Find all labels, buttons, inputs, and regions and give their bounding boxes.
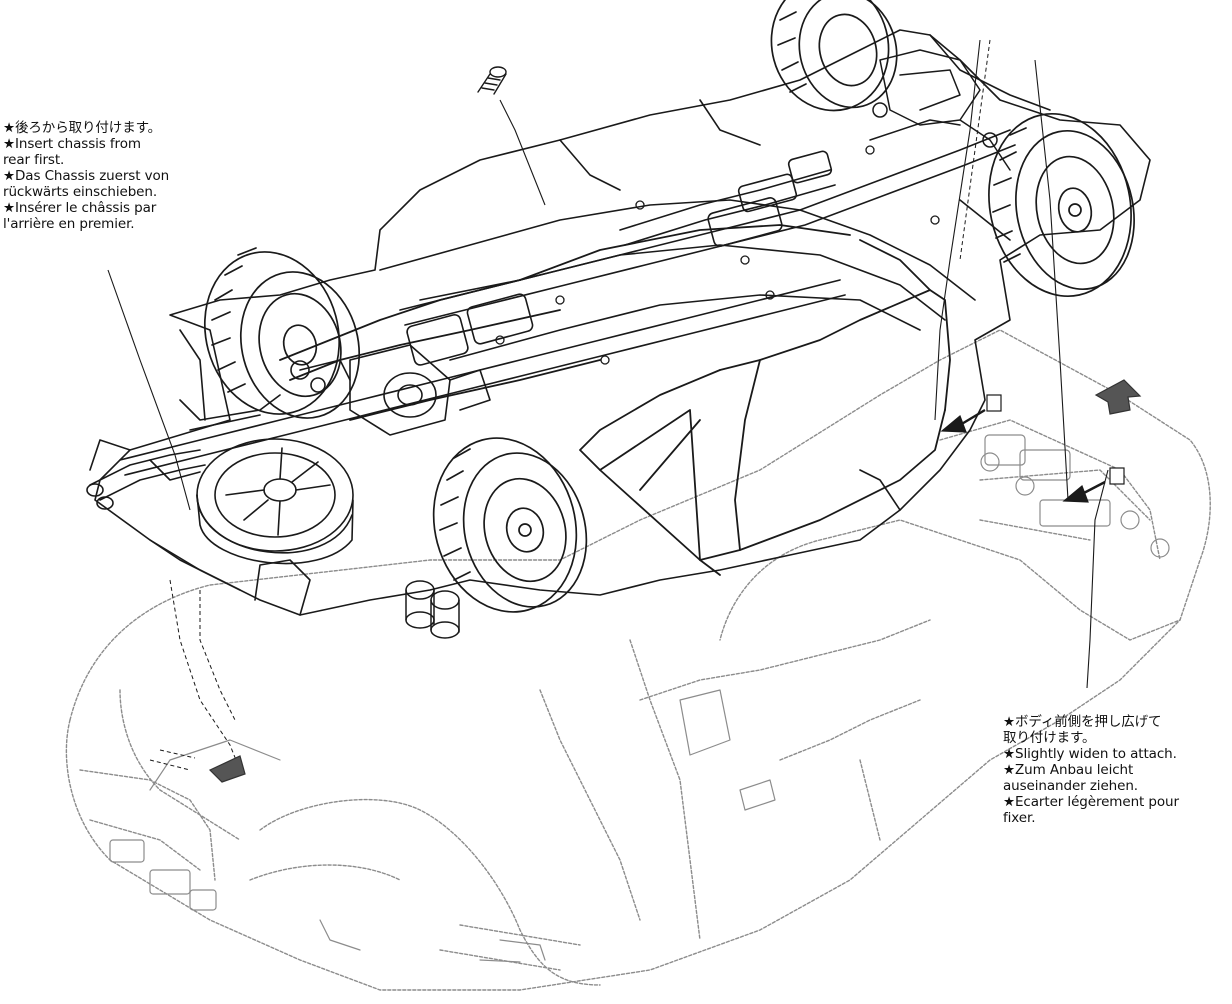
note-left-line: ★Insert chassis from xyxy=(3,136,141,152)
spare-wheel xyxy=(196,438,354,565)
note-right-line: ★Slightly widen to attach. xyxy=(1003,746,1177,762)
note-left-line: rear first. xyxy=(3,152,65,168)
note-right-line: ★Ecarter légèrement pour xyxy=(1003,794,1179,810)
note-left-line: ★Das Chassis zuerst von xyxy=(3,168,170,184)
note-right-line: 取り付けます。 xyxy=(1003,730,1096,746)
insert-arrow-icon xyxy=(208,379,1142,783)
body-shell xyxy=(65,329,1211,991)
instruction-note-left: ★後ろから取り付けます。 ★Insert chassis from rear f… xyxy=(3,120,238,232)
leader-lines xyxy=(107,39,1109,689)
roll-cage xyxy=(279,224,951,576)
exhaust-pipes xyxy=(86,394,281,510)
screw-icon xyxy=(477,66,507,95)
fuel-cells xyxy=(405,580,460,639)
note-right-line: ★Zum Anbau leicht xyxy=(1003,762,1134,778)
cut-lines xyxy=(149,39,991,771)
note-right-line: auseinander ziehen. xyxy=(1003,778,1138,794)
body-details xyxy=(109,434,1170,963)
wheel-rear-right xyxy=(432,437,588,613)
note-right-line: ★ボディ前側を押し広げて xyxy=(1003,714,1162,730)
differential xyxy=(290,344,491,436)
drive-shaft xyxy=(119,129,1016,476)
note-left-line: l'arrière en premier. xyxy=(3,216,135,232)
instruction-note-right: ★ボディ前側を押し広げて 取り付けます。 ★Slightly widen to … xyxy=(1003,714,1231,826)
front-suspension xyxy=(869,49,1011,171)
chassis-floor xyxy=(89,29,1151,616)
wheel-front-left xyxy=(770,0,898,112)
note-left-line: ★Insérer le châssis par xyxy=(3,200,157,216)
note-left-line: rückwärts einschieben. xyxy=(3,184,158,200)
wheel-front-right xyxy=(988,112,1135,298)
note-left-line: ★後ろから取り付けます。 xyxy=(3,120,162,136)
note-right-line: fixer. xyxy=(1003,810,1036,826)
chassis-bolts xyxy=(495,145,940,365)
wheel-rear-left xyxy=(203,247,361,419)
